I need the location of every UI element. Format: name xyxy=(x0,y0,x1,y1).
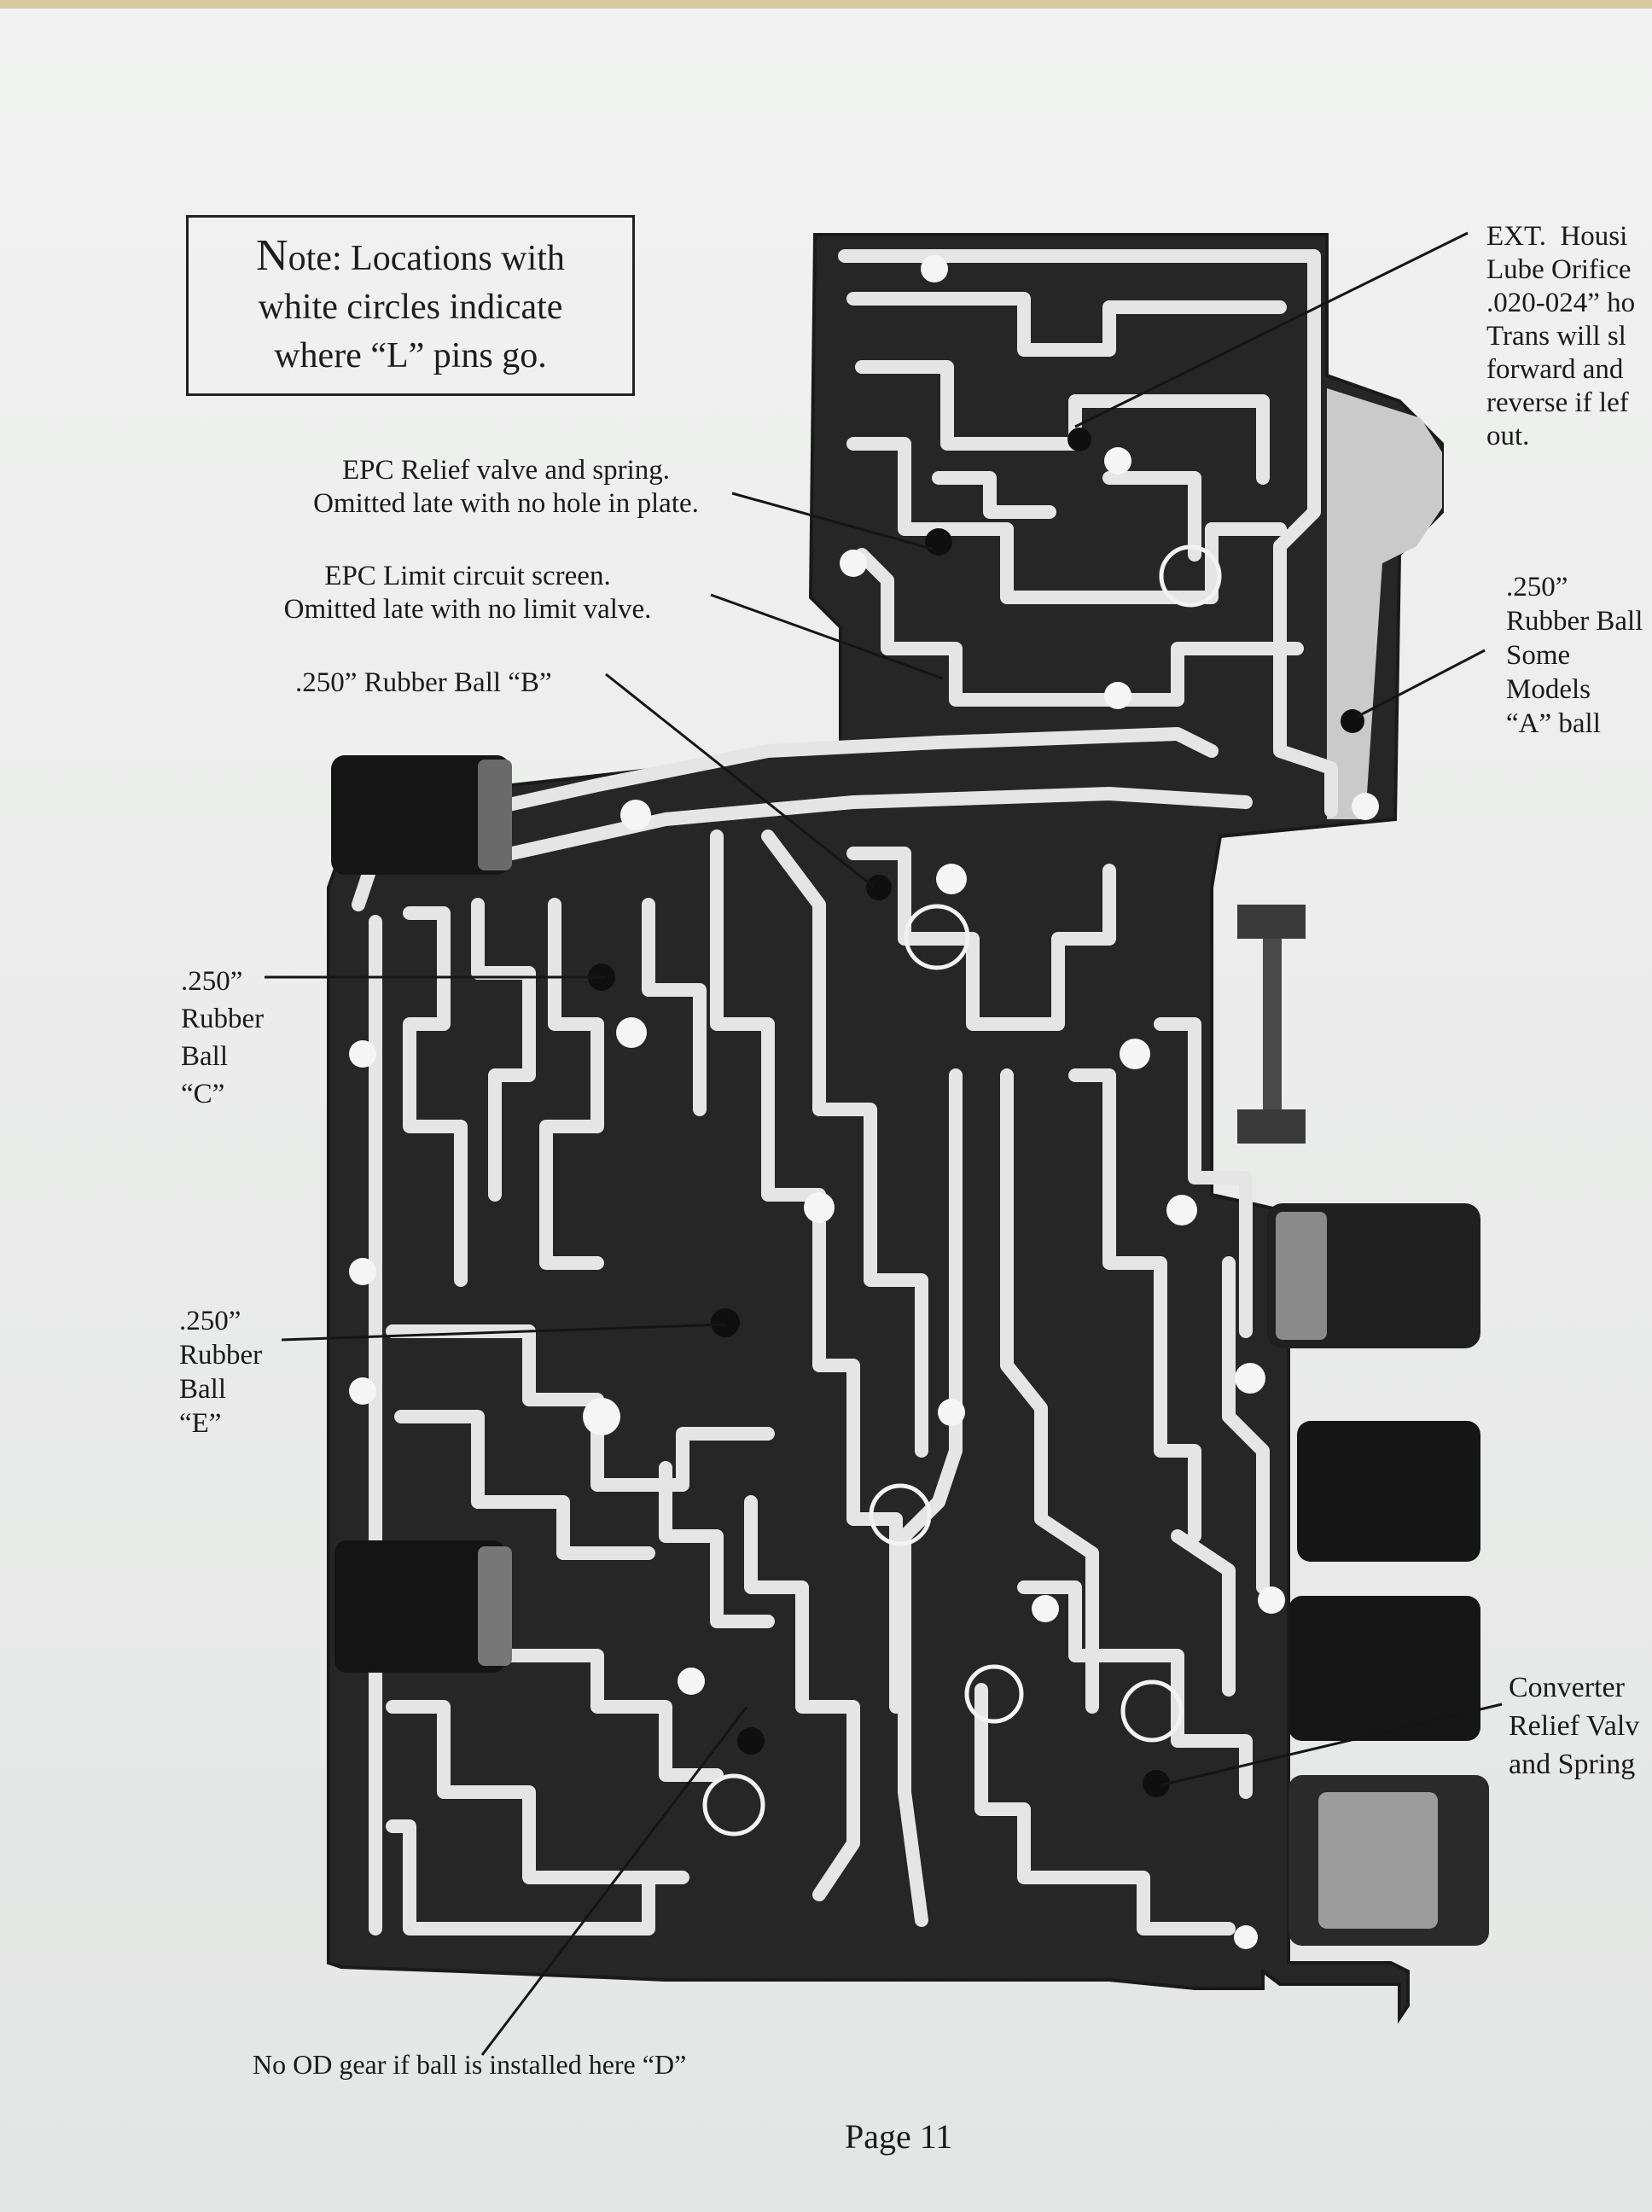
label-ball-a: .250” Rubber Ball Some Models “A” ball xyxy=(1506,572,1643,739)
leader-ball-a xyxy=(1356,649,1486,719)
leader-ext-housing xyxy=(1074,231,1469,428)
leader-converter xyxy=(1160,1703,1503,1787)
label-ball-b: .250” Rubber Ball “B” xyxy=(295,667,552,698)
solenoids xyxy=(331,755,1489,1946)
pin-holes xyxy=(349,255,1379,1949)
label-epc-relief: EPC Relief valve and spring. Omitted lat… xyxy=(313,455,699,519)
label-ball-e: .250” Rubber Ball “E” xyxy=(179,1306,263,1439)
note-line1: ote: Locations with xyxy=(288,238,565,278)
ring-markers xyxy=(702,544,1222,1837)
check-balls xyxy=(588,428,1364,1797)
note-line3: where “L” pins go. xyxy=(274,335,547,375)
leader-ball-e xyxy=(281,1323,726,1342)
leader-lines xyxy=(265,231,1503,2056)
page-number: Page 11 xyxy=(845,2117,953,2156)
label-ball-c: .250” Rubber Ball “C” xyxy=(181,966,265,1109)
label-no-od: No OD gear if ball is installed here “D” xyxy=(253,2049,687,2080)
label-converter: Converter Relief Valv and Spring xyxy=(1509,1672,1640,1780)
note-line2: white circles indicate xyxy=(258,287,563,327)
leader-ball-b xyxy=(605,672,875,889)
note-box: Note: Locations with white circles indic… xyxy=(186,215,635,396)
page-edge xyxy=(0,0,1652,9)
label-ext-housing: EXT. Housi Lube Orifice .020-024” ho Tra… xyxy=(1486,221,1636,451)
note-initial: N xyxy=(256,230,288,280)
leader-no-od xyxy=(480,1706,748,2056)
leader-epc-relief xyxy=(731,492,933,550)
label-epc-limit: EPC Limit circuit screen. Omitted late w… xyxy=(283,561,652,625)
leader-epc-limit xyxy=(710,593,944,680)
